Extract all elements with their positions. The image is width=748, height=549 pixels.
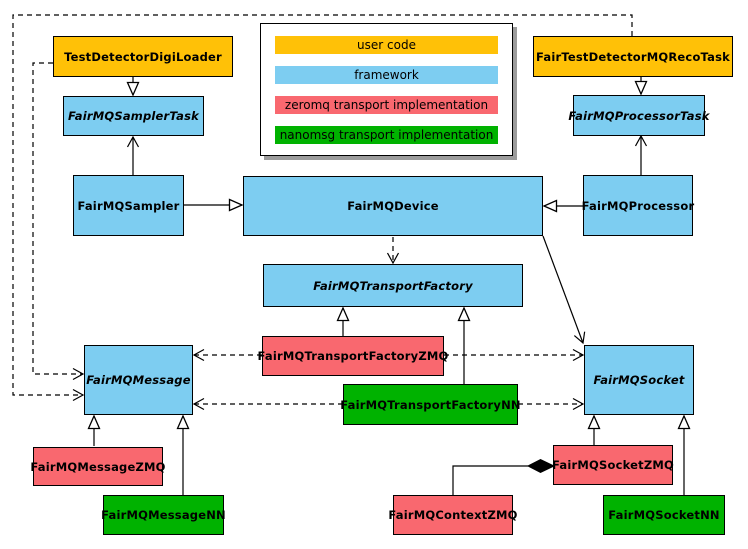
edge-device-socket bbox=[542, 235, 586, 345]
edge-contextzmq-socketzmq bbox=[452, 465, 528, 495]
legend-item-zeromq: zeromq transport implementation bbox=[275, 96, 498, 114]
composition-diamond bbox=[526, 458, 556, 474]
edge-recotask-message bbox=[12, 14, 633, 402]
legend-item-user-code: user code bbox=[275, 36, 498, 54]
legend-label: zeromq transport implementation bbox=[284, 98, 489, 112]
class-node-fairmqprocessortask: FairMQProcessorTask bbox=[568, 95, 709, 136]
legend: user code framework zeromq transport imp… bbox=[260, 23, 513, 156]
legend-item-framework: framework bbox=[275, 66, 498, 84]
class-node-fairmqmessage: FairMQMessage bbox=[84, 345, 193, 415]
legend-label: framework bbox=[354, 68, 419, 82]
class-node-fairmqsocket: FairMQSocket bbox=[584, 345, 694, 415]
class-node-fairmqmessagezmq: FairMQMessageZMQ bbox=[30, 447, 165, 486]
edge-digiloader-message bbox=[32, 62, 85, 381]
class-node-fairmqdevice: FairMQDevice bbox=[243, 176, 543, 236]
class-node-fairmqmessagenn: FairMQMessageNN bbox=[101, 495, 226, 535]
class-node-fairmqcontextzmq: FairMQContextZMQ bbox=[388, 495, 517, 535]
class-node-fairtestdetectormqrecotask: FairTestDetectorMQRecoTask bbox=[533, 36, 733, 77]
legend-item-nanomsg: nanomsg transport implementation bbox=[275, 126, 498, 144]
class-node-fairmqtransportfactory: FairMQTransportFactory bbox=[263, 264, 523, 307]
class-node-testdetectordigiloader: TestDetectorDigiLoader bbox=[53, 36, 233, 77]
class-node-fairmqtransportfactoryzmq: FairMQTransportFactoryZMQ bbox=[258, 336, 448, 376]
legend-label: user code bbox=[357, 38, 416, 52]
class-node-fairmqsocketzmq: FairMQSocketZMQ bbox=[552, 445, 674, 485]
class-node-fairmqsamplertask: FairMQSamplerTask bbox=[63, 96, 204, 136]
class-node-fairmqtransportfactorynn: FairMQTransportFactoryNN bbox=[340, 384, 521, 425]
class-node-fairmqsocketnn: FairMQSocketNN bbox=[603, 495, 725, 535]
class-node-fairmqprocessor: FairMQProcessor bbox=[582, 175, 694, 236]
legend-label: nanomsg transport implementation bbox=[279, 128, 494, 142]
class-node-fairmqsampler: FairMQSampler bbox=[73, 175, 184, 236]
